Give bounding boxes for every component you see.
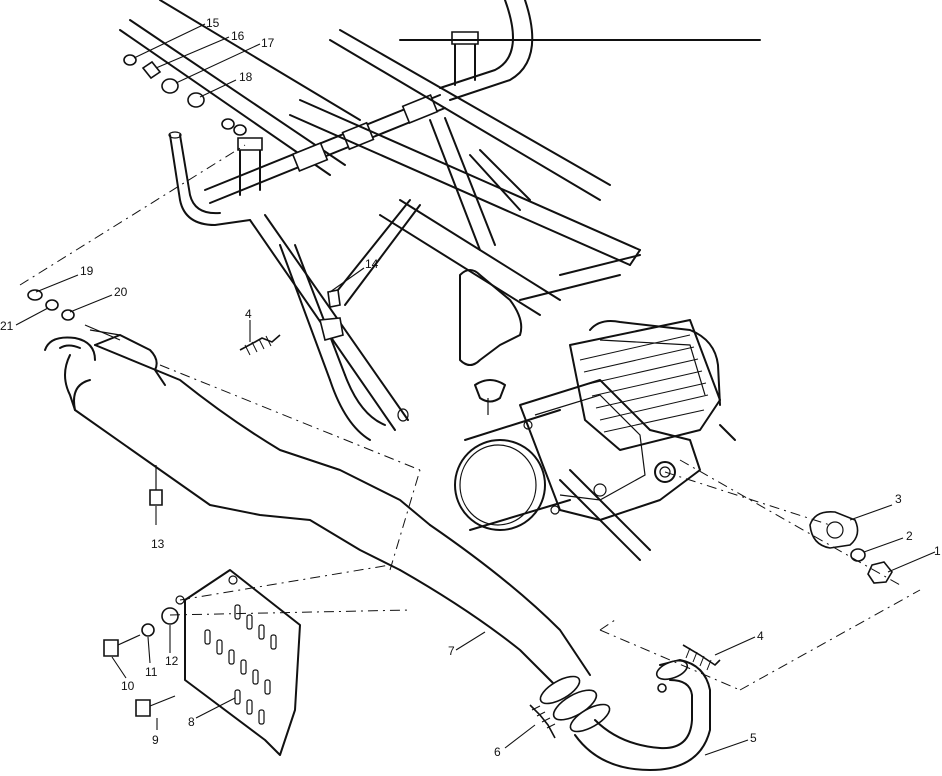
callout-19: 19 [80,264,94,278]
callout-13: 13 [151,537,165,551]
callout-15: 15 [206,16,220,30]
callout-18: 18 [239,70,253,84]
callout-2: 2 [906,529,913,543]
callout-3: 3 [895,492,902,506]
callout-14: 14 [365,257,379,271]
callout-8: 8 [188,715,195,729]
callout-20: 20 [114,285,128,299]
callout-10: 10 [121,679,135,693]
callout-21: 21 [0,319,14,333]
callout-1: 1 [934,544,941,558]
leader-lines [15,23,936,756]
callout-4-lower: 4 [757,629,764,643]
callouts: 15 16 17 18 19 20 21 4 14 13 3 2 1 4 5 6… [0,16,941,759]
callout-11: 11 [145,665,158,679]
callout-7: 7 [448,644,455,658]
callout-17: 17 [261,36,275,50]
assembly-lines [19,144,921,691]
callout-6: 6 [494,745,501,759]
callout-4-upper: 4 [245,307,252,321]
callout-9: 9 [152,733,159,747]
heat-shield [175,569,301,756]
callout-12: 12 [165,654,179,668]
engine [454,319,736,531]
callout-16: 16 [231,29,245,43]
muffler-assembly [44,329,431,571]
head-pipe [399,524,711,771]
hardware [27,54,893,739]
vehicle-frame [119,0,761,561]
callout-5: 5 [750,731,757,745]
